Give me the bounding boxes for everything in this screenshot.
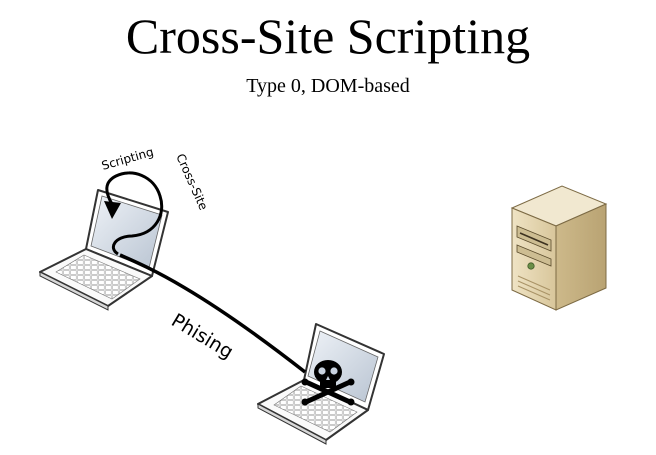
scripting-label: Scripting: [100, 145, 155, 173]
slide-title: Cross-Site Scripting: [125, 8, 531, 64]
web-server-icon: [510, 185, 608, 311]
scripting-loop-arrow-icon: [104, 171, 164, 256]
cross-site-label: Cross-Site: [173, 152, 210, 213]
phishing-connection-line: [119, 253, 307, 374]
victim-laptop-icon: [39, 189, 169, 311]
skull-crossbones-icon: [301, 360, 355, 406]
phishing-label: Phising: [167, 309, 237, 363]
slide-subtitle: Type 0, DOM-based: [246, 75, 410, 97]
